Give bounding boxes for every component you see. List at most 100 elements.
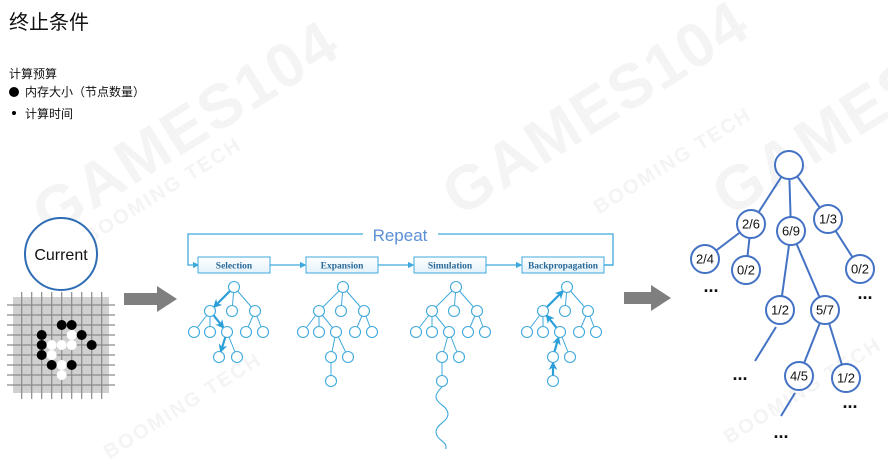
tree-node: [365, 325, 379, 339]
tree-node: [536, 325, 550, 339]
tree-node-c1: [845, 254, 875, 284]
tree-node: [227, 280, 241, 294]
tree-node: [572, 325, 586, 339]
tree-node: [425, 325, 439, 339]
step-label: Simulation: [428, 262, 473, 272]
path-arrow: [212, 289, 232, 309]
arrow-to-result: [624, 285, 671, 311]
step-label: Selection: [216, 262, 253, 272]
tree-node: [470, 304, 484, 318]
path-arrow: [545, 314, 559, 330]
mcts-step-trees: [187, 280, 603, 449]
tree-node-b2: [810, 295, 840, 325]
node-label: 2/4: [696, 252, 714, 267]
tree-node: [225, 304, 239, 318]
path-arrow: [211, 313, 225, 329]
black-stone: [86, 340, 97, 350]
node-label: 0/2: [851, 262, 869, 277]
tree-node: [256, 325, 270, 339]
white-stone: [56, 370, 67, 380]
tree-node: [553, 325, 567, 339]
tree-node: [435, 374, 449, 388]
node-label: 1/3: [819, 212, 837, 227]
tree-node: [212, 350, 226, 364]
tree-node: [536, 304, 550, 318]
tree-edge: [780, 392, 796, 417]
node-label: 0/2: [737, 263, 755, 278]
tree-node: [435, 350, 449, 364]
mini-tree-expansion: [296, 280, 379, 388]
tree-node-a2: [731, 255, 761, 285]
tree-node: [324, 374, 338, 388]
tree-node-root: [774, 150, 804, 180]
current-label: Current: [34, 247, 88, 264]
bullet-text: 计算时间: [25, 107, 74, 121]
tree-node-a: [736, 209, 766, 239]
white-stone: [66, 330, 77, 340]
step-label: Expansion: [321, 262, 364, 272]
mcts-diagram: Current Repeat Selection Expansion Simulat…: [7, 150, 875, 449]
path-arrow: [545, 289, 565, 309]
tree-node: [478, 325, 492, 339]
current-state: Current: [7, 217, 115, 399]
mini-tree-selection: [187, 280, 270, 364]
tree-node: [348, 325, 362, 339]
arrow-right-icon: [651, 285, 671, 311]
tree-node-b1: [765, 295, 795, 325]
bullet-text: 内存大小（节点数量）: [25, 85, 146, 99]
go-board: [7, 292, 115, 399]
current-node: [24, 217, 98, 291]
repeat-label: Repeat: [373, 226, 428, 245]
tree-node: [452, 350, 466, 364]
tree-node: [230, 350, 244, 364]
tree-node: [312, 304, 326, 318]
bullet-dot-icon: [12, 111, 16, 115]
tree-node: [563, 350, 577, 364]
black-stone: [36, 340, 47, 350]
black-stone: [76, 330, 87, 340]
black-stone: [66, 320, 77, 330]
white-stone: [56, 340, 67, 350]
tree-node: [239, 325, 253, 339]
tree-node-b: [776, 216, 806, 246]
white-stone: [46, 350, 57, 360]
tree-node: [461, 325, 475, 339]
bullet-item-time: 计算时间: [9, 105, 73, 122]
node-label: 6/9: [782, 224, 800, 239]
tree-node: [581, 304, 595, 318]
rollout-squiggle: [435, 386, 449, 449]
tree-node: [203, 325, 217, 339]
node-label: 5/7: [816, 303, 834, 318]
ellipsis: ...: [703, 276, 718, 296]
tree-node: [341, 350, 355, 364]
tree-node: [558, 304, 572, 318]
node-label: 1/2: [837, 371, 855, 386]
black-stone: [36, 350, 47, 360]
bullet-dot-icon: [9, 87, 19, 97]
black-stone: [36, 330, 47, 340]
path-arrow: [552, 336, 561, 354]
tree-node: [409, 325, 423, 339]
white-stone: [66, 340, 77, 350]
tree-node-b21: [784, 361, 814, 391]
node-label: 4/5: [790, 369, 808, 384]
tree-node-a1: [690, 244, 720, 274]
tree-node: [336, 280, 350, 294]
tree-node: [296, 325, 310, 339]
ellipsis: ...: [773, 422, 788, 442]
node-label: 2/6: [742, 217, 760, 232]
tree-node: [442, 325, 456, 339]
node-label: 1/2: [771, 303, 789, 318]
tree-node: [220, 325, 234, 339]
tree-node: [520, 325, 534, 339]
ellipsis: ...: [857, 283, 872, 303]
tree-node: [560, 280, 574, 294]
tree-node: [546, 350, 560, 364]
black-stone: [56, 320, 67, 330]
tree-node: [425, 304, 439, 318]
black-stone: [66, 360, 77, 370]
black-stone: [46, 360, 57, 370]
tree-node: [546, 374, 560, 388]
tree-node: [447, 304, 461, 318]
